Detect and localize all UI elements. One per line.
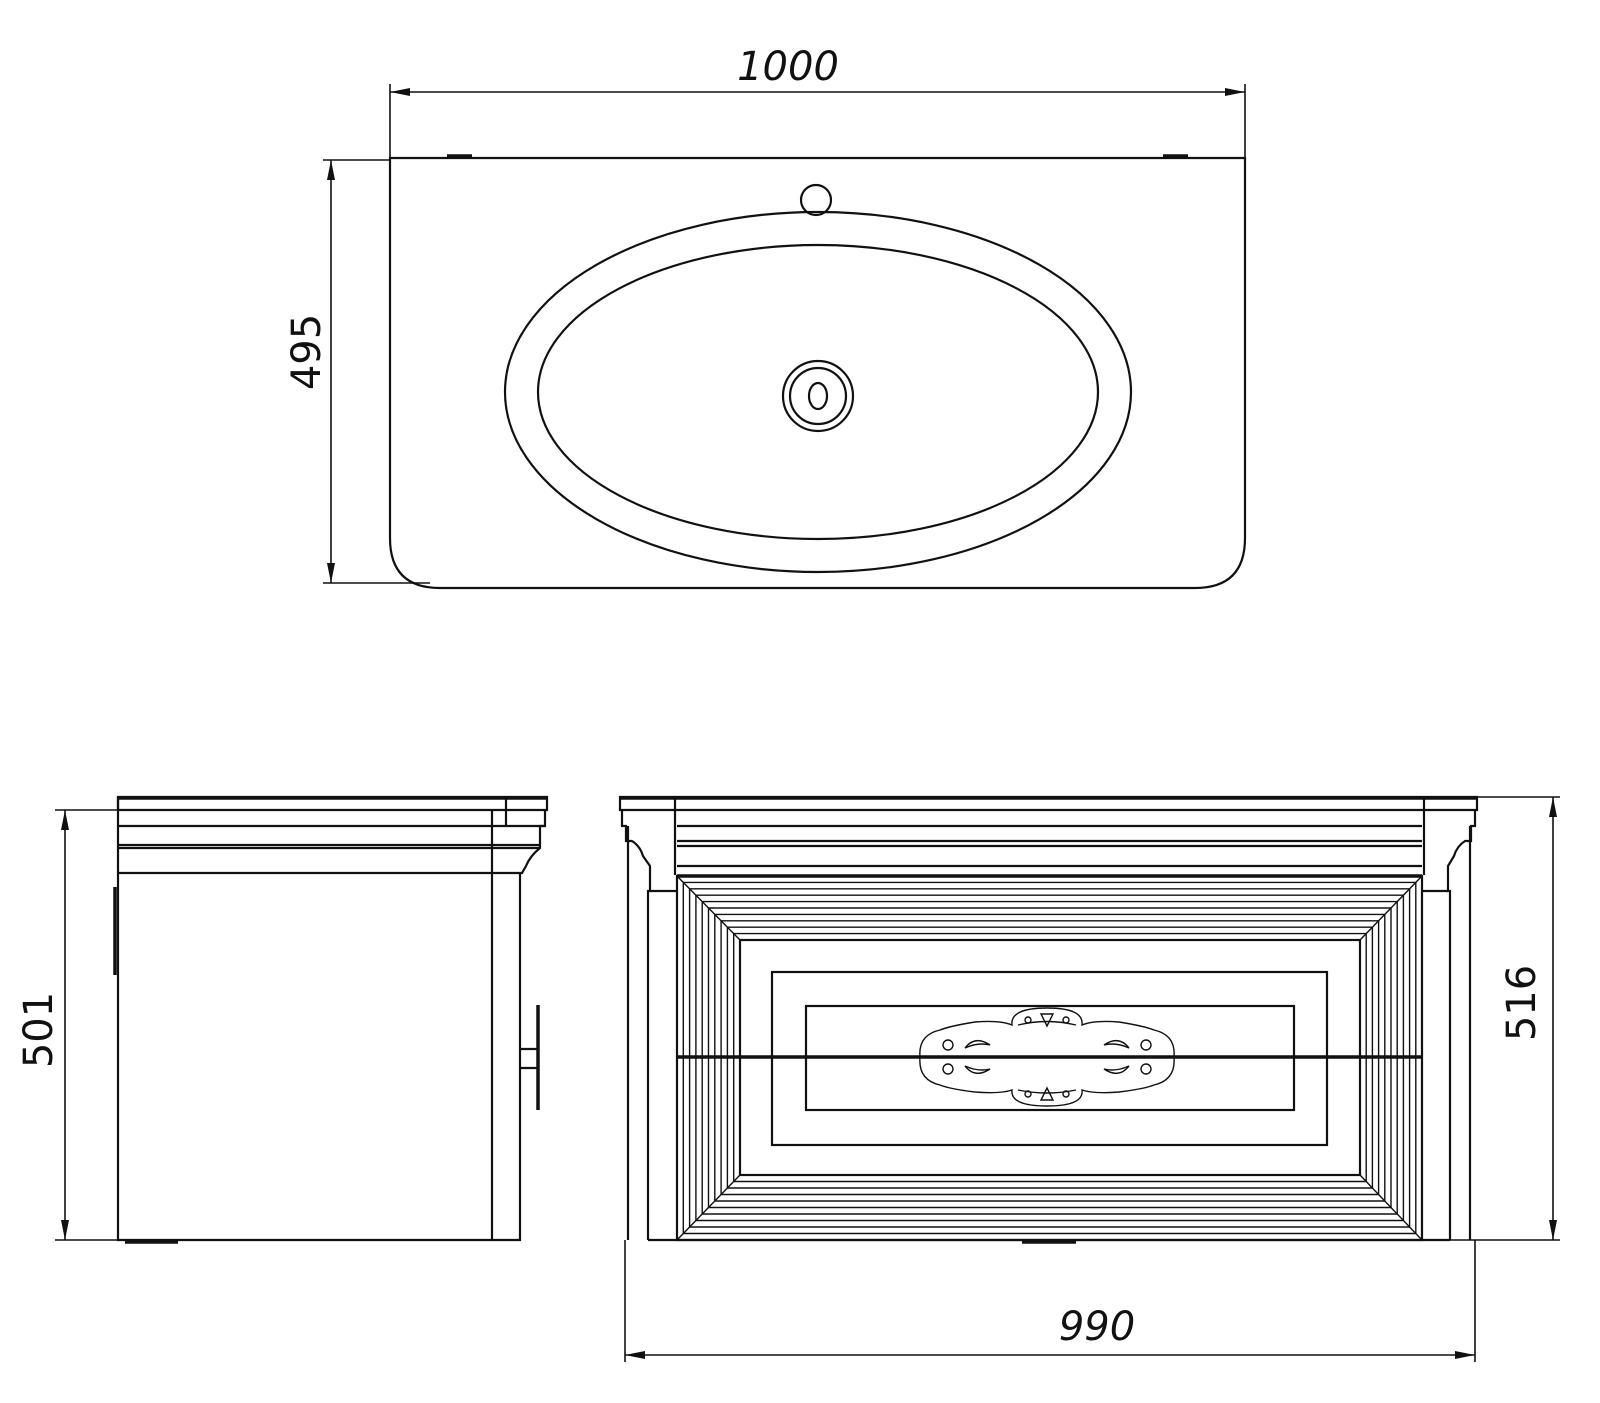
cabinet-body: [116, 797, 522, 1242]
basin-outline: [388, 156, 1247, 590]
dimension-front-width: 990: [624, 1240, 1476, 1362]
tap-hole: [799, 183, 833, 217]
flute-line: [676, 1174, 741, 1241]
flute-line: [1359, 1174, 1423, 1241]
drain-icon: [781, 359, 855, 433]
ornament-icon: [919, 1007, 1175, 1107]
drawer-handle-icon: [520, 1005, 540, 1110]
dimension-top-depth: 495: [284, 159, 430, 584]
bowl-rim-outer: [503, 210, 1133, 574]
front-view: 516 990: [618, 795, 1560, 1362]
flute-line: [1359, 875, 1423, 941]
side-view: 501: [16, 795, 549, 1244]
dimension-label: 516: [1499, 965, 1545, 1041]
dimension-label: 1000: [737, 44, 839, 90]
dimension-front-height: 516: [1450, 796, 1560, 1241]
flute-line: [676, 875, 741, 941]
dimension-top-width: 1000: [389, 44, 1246, 158]
dimension-label: 495: [284, 314, 330, 390]
dimension-label: 501: [16, 992, 62, 1068]
top-view: 1000 495: [284, 44, 1247, 590]
bowl-rim-inner: [536, 243, 1100, 541]
dimension-side-height: 501: [16, 809, 118, 1241]
dimension-label: 990: [1059, 1304, 1135, 1350]
